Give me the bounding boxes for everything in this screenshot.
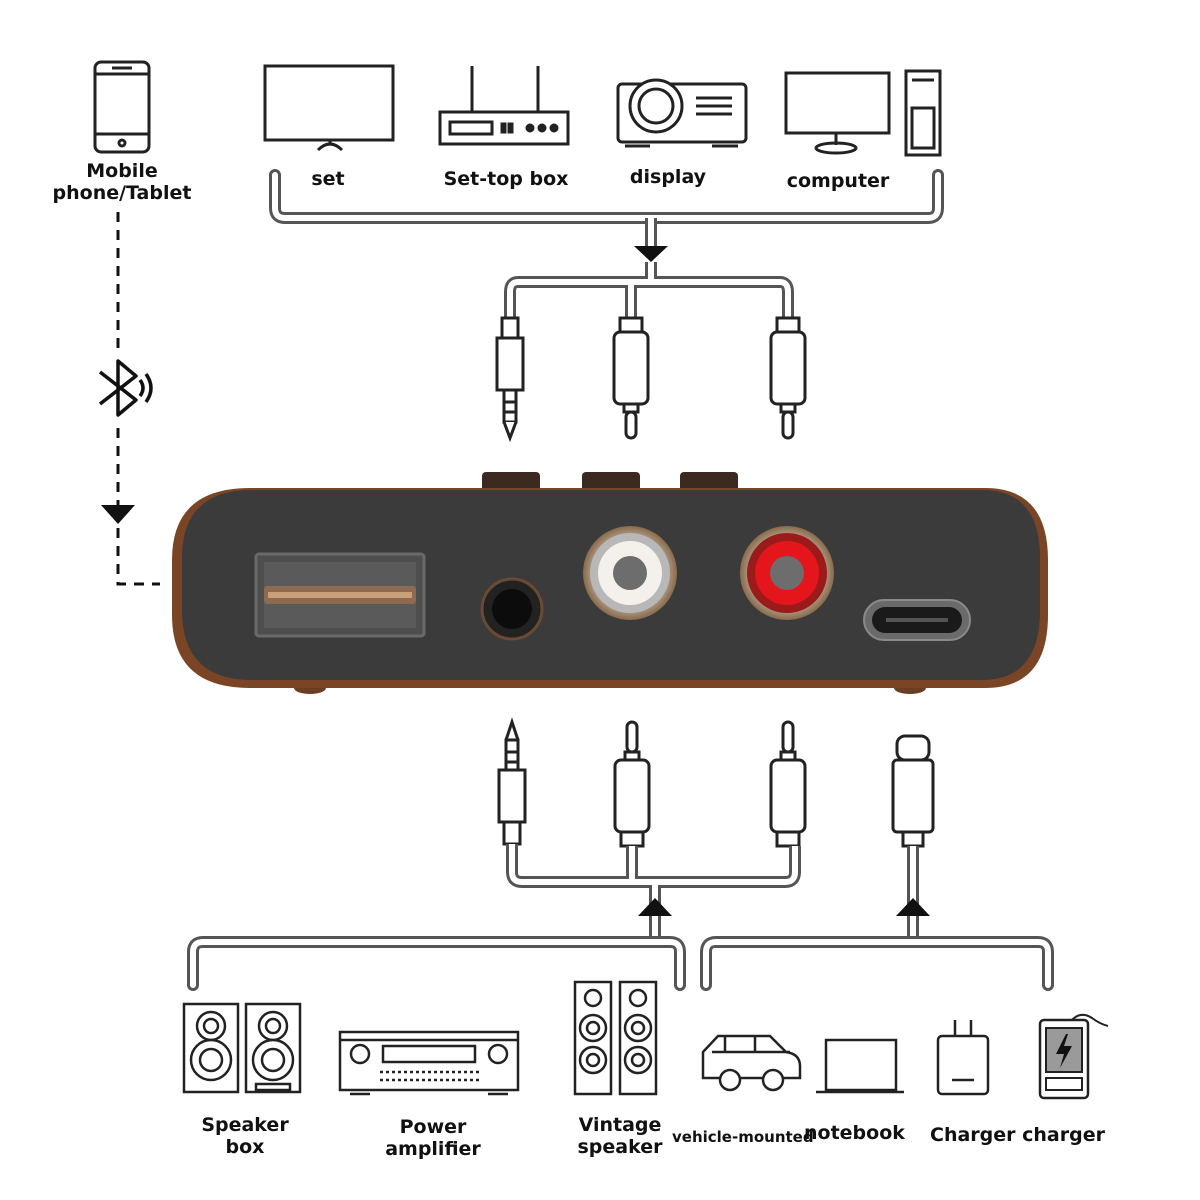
rca-white-jack-icon — [583, 526, 677, 620]
label-vehicle-mounted: vehicle-mounted — [672, 1128, 814, 1146]
label-set-top-box: Set-top box — [443, 168, 569, 190]
top-aux-plug-icon — [495, 316, 525, 443]
label-power-amplifier: Power amplifier — [385, 1116, 481, 1160]
charger-icon — [936, 1020, 990, 1096]
label-mobile: Mobile phone/Tablet — [52, 160, 192, 204]
vintage-speaker-icon — [573, 980, 658, 1096]
top-rca-plug-white-icon — [612, 316, 650, 440]
rca-red-jack-icon — [740, 526, 834, 620]
mobile-phone-icon — [93, 60, 151, 154]
bottom-aux-plug-icon — [497, 717, 527, 846]
speaker-icon — [182, 1002, 302, 1094]
projector-icon — [616, 78, 748, 148]
top-rca-plug-red-icon — [769, 316, 807, 440]
label-vintage-speaker: Vintage speaker — [577, 1114, 663, 1158]
label-notebook: notebook — [804, 1122, 905, 1144]
label-set: set — [311, 168, 345, 190]
label-display: display — [629, 166, 707, 188]
label-speaker-box: Speaker box — [201, 1114, 289, 1158]
amplifier-icon — [338, 1030, 520, 1096]
down-arrow-bluetooth — [101, 505, 135, 524]
label-computer: computer — [786, 170, 890, 192]
bottom-rca-plug-white-icon — [613, 720, 651, 848]
label-charger: Charger charger — [930, 1124, 1105, 1146]
car-icon — [701, 1034, 802, 1092]
bottom-usb-c-plug-icon — [891, 734, 935, 848]
power-bank-icon — [1038, 1013, 1109, 1100]
usb-c-port-icon — [863, 599, 971, 641]
set-top-box-icon — [438, 66, 570, 146]
aux-jack-icon — [480, 577, 544, 641]
laptop-icon — [816, 1038, 904, 1094]
tv-icon — [263, 64, 395, 152]
down-arrow-top — [634, 246, 668, 262]
up-arrow-power — [896, 898, 930, 916]
usb-port-icon — [254, 552, 426, 638]
bottom-rca-plug-red-icon — [769, 720, 807, 848]
bluetooth-icon — [96, 356, 153, 422]
up-arrow-audio — [638, 898, 672, 916]
computer-icon — [784, 69, 942, 157]
